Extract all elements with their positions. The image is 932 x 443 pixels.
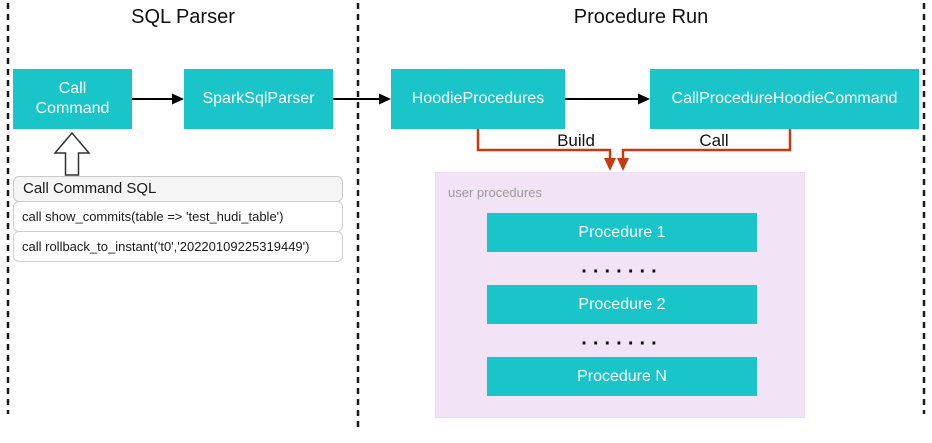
node-procedure-1: Procedure 1 xyxy=(487,213,757,252)
node-call-procedure-hoodie-command-label: CallProcedureHoodieCommand xyxy=(671,90,898,107)
ellipsis-dots: ······· xyxy=(581,261,663,283)
node-procedure-n-label: Procedure N xyxy=(577,367,667,385)
arrow-hoodieprocedures-to-callprocedure xyxy=(565,93,650,105)
node-procedure-2: Procedure 2 xyxy=(487,285,757,324)
sql-table-row: call rollback_to_instant('t0','202201092… xyxy=(13,231,343,262)
section-title-procedure-run: Procedure Run xyxy=(573,6,709,28)
node-spark-sql-parser-label: SparkSqlParser xyxy=(202,90,315,107)
node-spark-sql-parser: SparkSqlParser xyxy=(184,69,333,129)
node-call-command: Call Command xyxy=(13,69,132,129)
user-procedures-label: user procedures xyxy=(448,185,542,200)
arrow-callcommand-to-sparksqlparser xyxy=(132,93,184,105)
node-call-command-label: Call Command xyxy=(35,80,110,117)
node-procedure-1-label: Procedure 1 xyxy=(578,223,666,241)
node-call-procedure-hoodie-command: CallProcedureHoodieCommand xyxy=(650,69,919,129)
edge-label-call: Call xyxy=(699,131,729,150)
user-procedures-container: user procedures Procedure 1 ······· Proc… xyxy=(435,172,805,418)
node-hoodie-procedures-label: HoodieProcedures xyxy=(411,90,545,107)
sql-table-header: Call Command SQL xyxy=(13,176,343,202)
node-procedure-2-label: Procedure 2 xyxy=(578,295,666,313)
arrow-build xyxy=(476,129,616,171)
ellipsis-dots: ······· xyxy=(581,333,663,355)
call-command-sql-table: Call Command SQL call show_commits(table… xyxy=(13,176,343,262)
sql-table-row: call show_commits(table => 'test_hudi_ta… xyxy=(13,201,343,232)
node-hoodie-procedures: HoodieProcedures xyxy=(391,69,565,129)
node-procedure-n: Procedure N xyxy=(487,357,757,396)
edge-label-build: Build xyxy=(557,131,595,150)
block-arrow-up-icon xyxy=(53,131,91,176)
section-title-sql-parser: SQL Parser xyxy=(131,6,235,28)
arrow-sparksqlparser-to-hoodieprocedures xyxy=(333,93,391,105)
